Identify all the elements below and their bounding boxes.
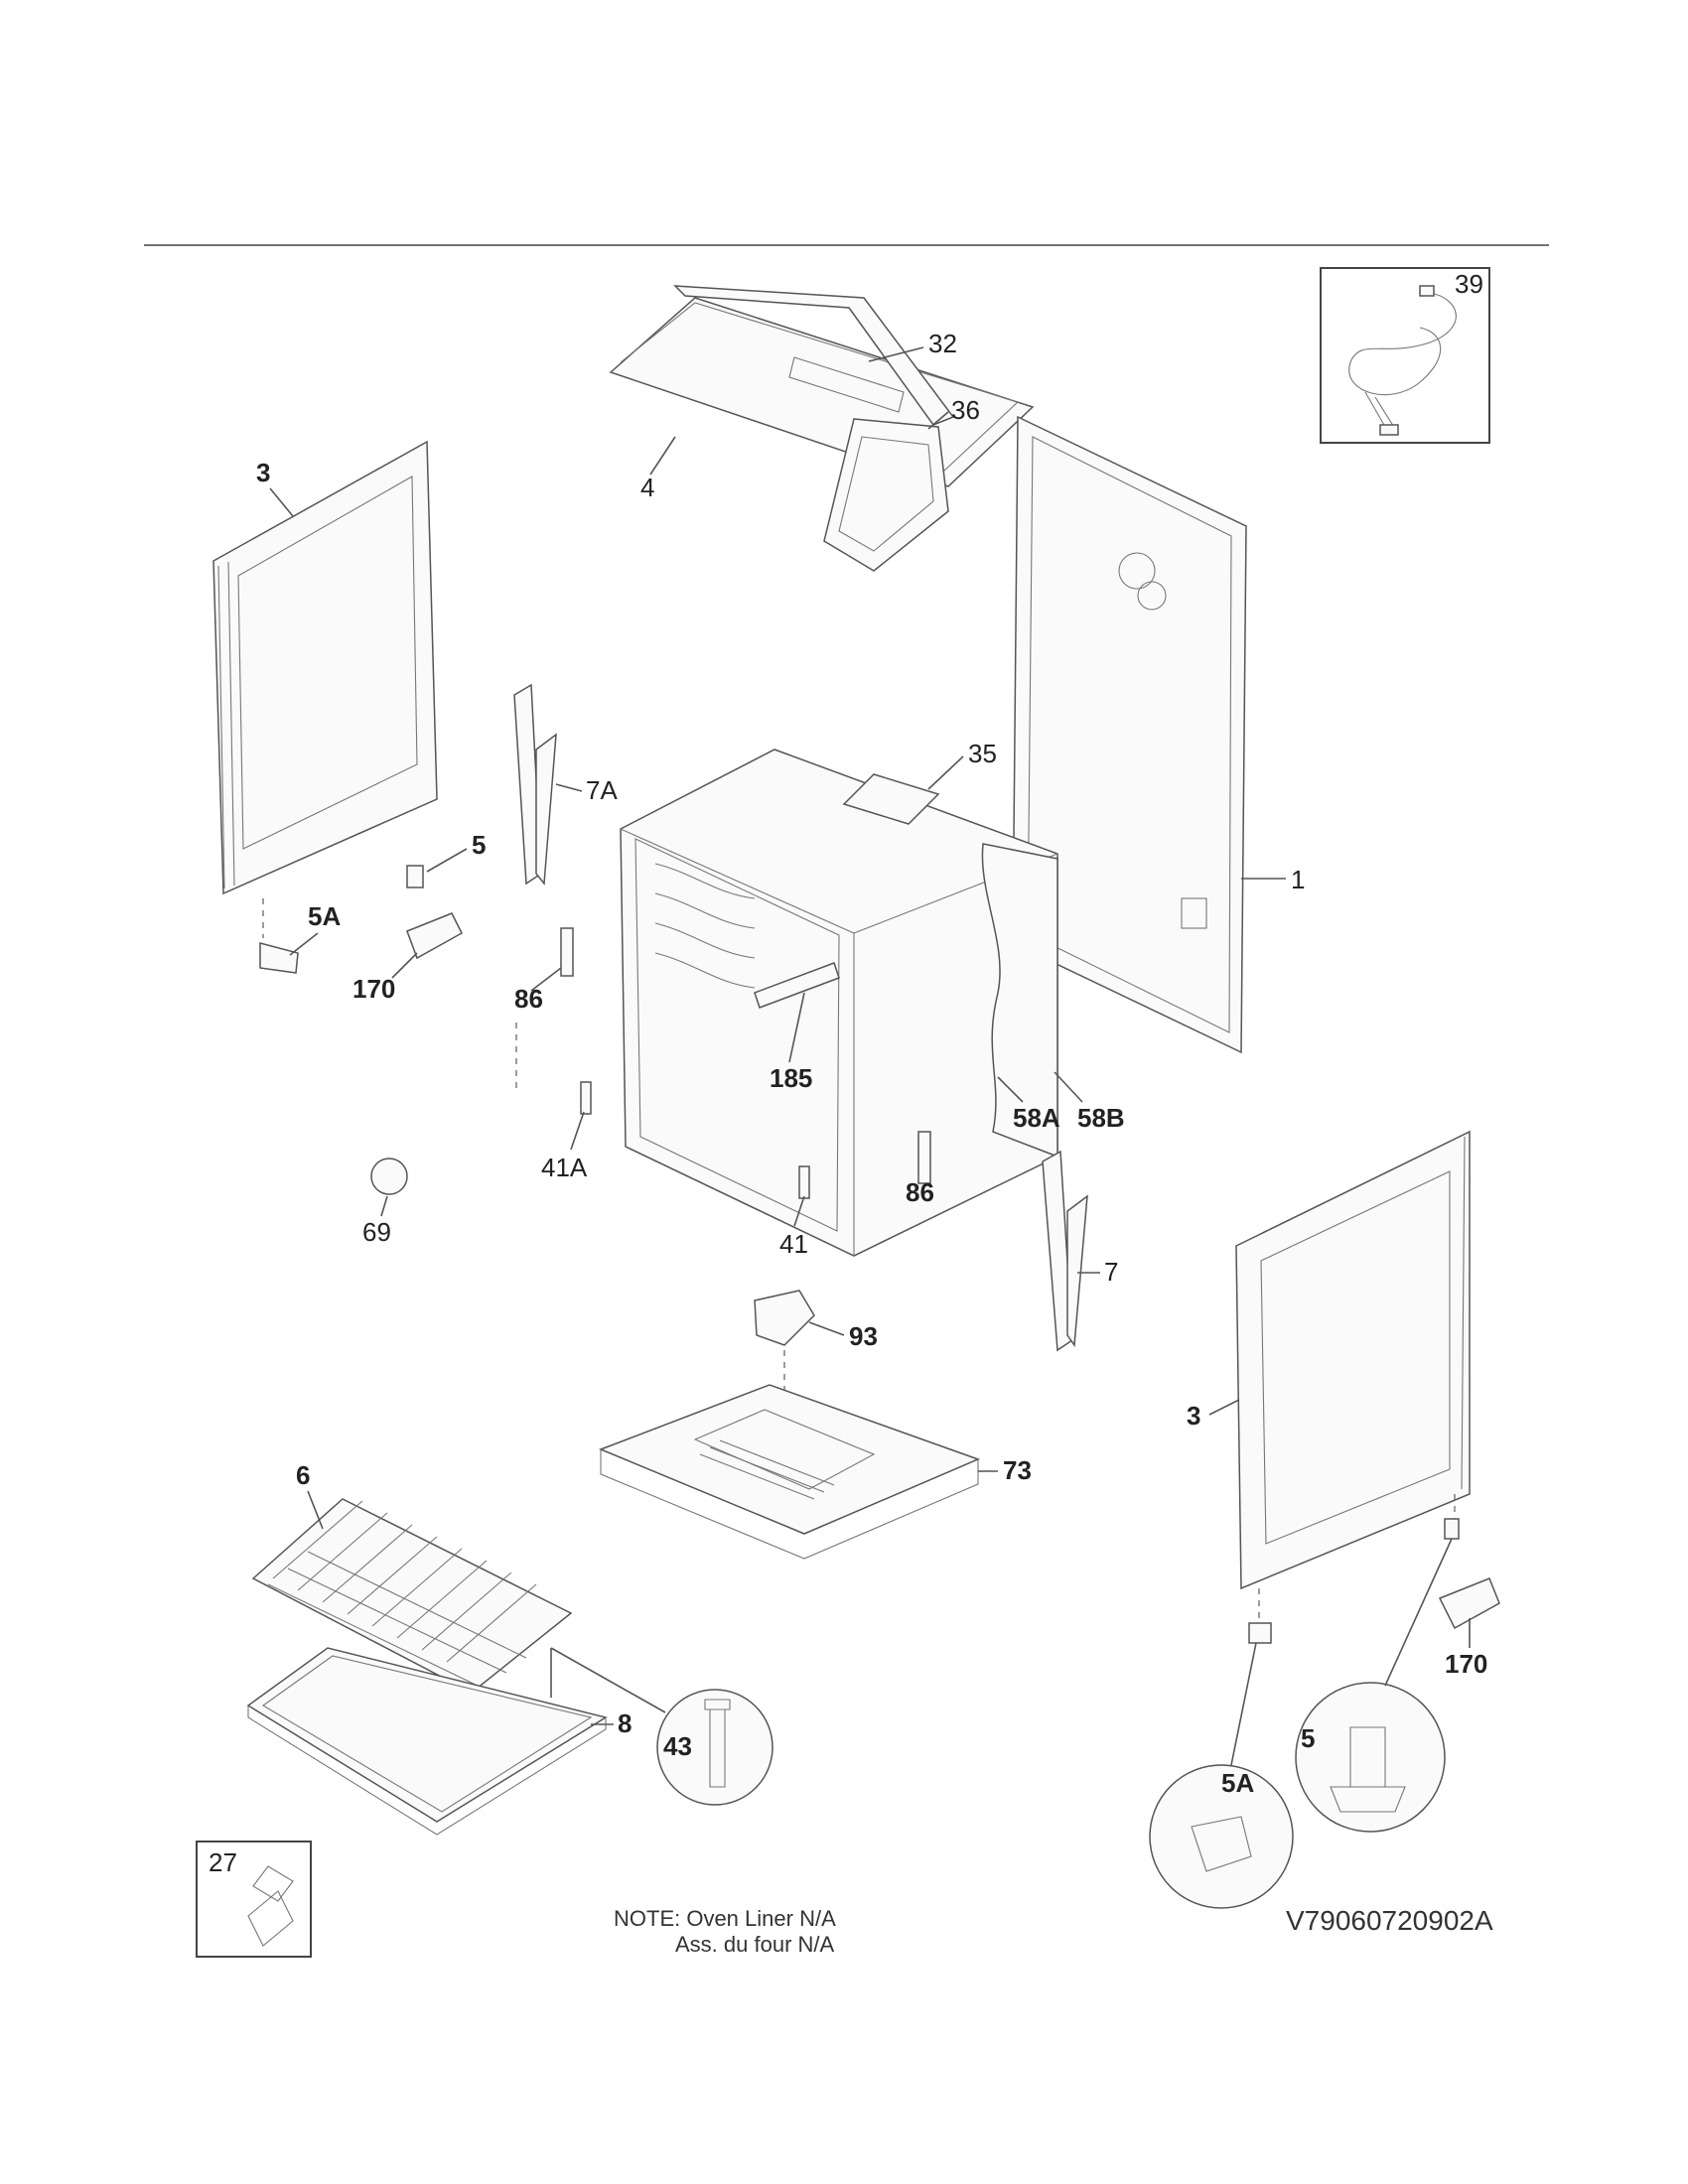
- part-73-bottom-panel: 73: [598, 1384, 1032, 1560]
- label-27: 27: [209, 1847, 237, 1877]
- inset-39-power-cord: 39: [1320, 267, 1490, 444]
- label-7A: 7A: [586, 775, 618, 805]
- label-43: 43: [663, 1731, 692, 1761]
- part-top-frame: 32 4: [609, 285, 1035, 502]
- part-6-oven-rack: 6: [251, 1460, 573, 1694]
- label-36: 36: [951, 395, 980, 425]
- part-8-drawer: 8 43: [246, 1647, 774, 1836]
- label-73: 73: [1003, 1455, 1032, 1485]
- inset-27-clip: 27: [196, 1841, 312, 1958]
- label-3-right: 3: [1187, 1401, 1200, 1431]
- label-41: 41: [779, 1229, 808, 1259]
- label-58A: 58A: [1013, 1103, 1060, 1133]
- label-86-right: 86: [906, 1177, 934, 1207]
- label-185: 185: [770, 1063, 812, 1093]
- label-69: 69: [362, 1217, 391, 1247]
- label-170-right: 170: [1445, 1649, 1487, 1679]
- label-39: 39: [1455, 269, 1483, 299]
- label-35: 35: [968, 739, 997, 768]
- label-3-left: 3: [256, 458, 270, 487]
- part-leveling-legs-left: 5 5A 170: [259, 830, 486, 1004]
- part-clips-and-lamp: 86 41A 69 86 41: [362, 927, 934, 1259]
- label-8: 8: [618, 1708, 632, 1738]
- label-5A-left: 5A: [308, 901, 341, 931]
- note-line-1: NOTE: Oven Liner N/A: [614, 1906, 836, 1931]
- part-7-bracket: 7: [1042, 1150, 1118, 1352]
- part-leveling-legs-right: 170 5 5A: [1149, 1518, 1500, 1909]
- part-side-panel-right: 3: [1187, 1130, 1471, 1628]
- label-93: 93: [849, 1321, 878, 1351]
- label-1: 1: [1291, 865, 1305, 894]
- part-93-bumper: 93: [754, 1290, 878, 1390]
- part-7A-bracket: 7A: [513, 683, 618, 886]
- label-170-left: 170: [352, 974, 395, 1004]
- part-36-vent-duct: 36: [823, 395, 980, 572]
- label-6: 6: [296, 1460, 310, 1490]
- label-4: 4: [640, 473, 654, 502]
- part-1-back-panel: 1: [1012, 415, 1305, 1054]
- label-5-right: 5: [1301, 1723, 1315, 1753]
- label-41A: 41A: [541, 1153, 588, 1182]
- diagram-code: V79060720902A: [1286, 1905, 1493, 1936]
- label-5-left: 5: [472, 830, 486, 860]
- label-86-left: 86: [514, 984, 543, 1014]
- label-7: 7: [1104, 1257, 1118, 1287]
- label-5A-right: 5A: [1221, 1768, 1254, 1798]
- label-58B: 58B: [1077, 1103, 1125, 1133]
- part-side-panel-left: 3: [212, 440, 438, 895]
- label-32: 32: [928, 329, 957, 358]
- note-line-2: Ass. du four N/A: [675, 1932, 835, 1957]
